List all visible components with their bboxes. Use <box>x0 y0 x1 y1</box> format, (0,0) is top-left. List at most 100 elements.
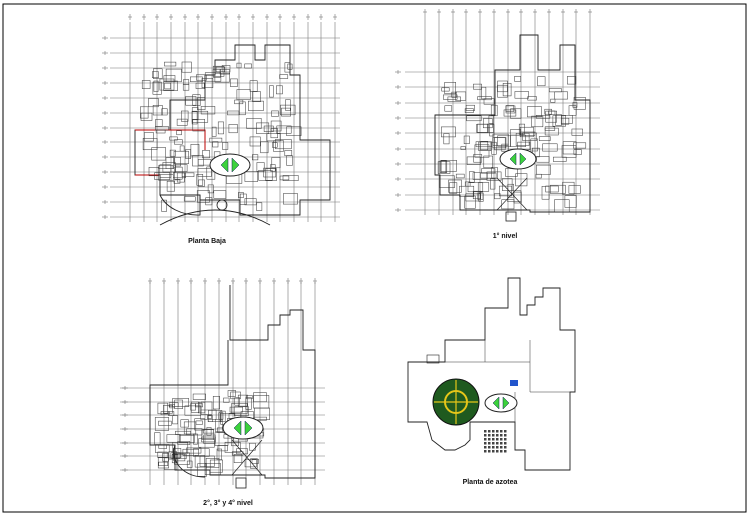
room-block <box>477 182 490 192</box>
room-block <box>545 185 559 193</box>
room-block <box>571 128 583 136</box>
room-block <box>209 137 223 143</box>
room-block <box>192 393 206 400</box>
room-block <box>227 110 240 116</box>
roof-skylight <box>426 354 440 364</box>
room-block <box>258 170 273 181</box>
room-block <box>173 172 186 179</box>
room-block <box>518 123 525 135</box>
room-block <box>199 455 215 467</box>
roof-hatch-cell <box>484 446 487 449</box>
roof-hatch-cell <box>496 450 499 453</box>
room-block <box>271 110 279 117</box>
room-block <box>256 122 270 134</box>
room-block <box>207 415 212 419</box>
room-block <box>519 126 534 138</box>
room-block <box>196 190 210 203</box>
room-block <box>440 160 457 172</box>
room-block <box>176 172 185 183</box>
room-block <box>443 133 450 145</box>
room-block <box>553 156 567 162</box>
roof-blue-marker <box>510 380 518 386</box>
room-block <box>206 427 212 436</box>
room-block <box>166 180 175 192</box>
room-block <box>174 399 183 409</box>
room-block <box>197 97 206 110</box>
room-block <box>466 115 482 122</box>
room-block <box>444 105 453 112</box>
room-block <box>213 190 227 199</box>
room-block <box>183 421 197 435</box>
room-block <box>224 441 241 453</box>
room-block <box>499 185 512 197</box>
roof-hatch-cell <box>500 430 503 433</box>
room-block <box>158 420 172 426</box>
plan-label-ground: Planta Baja <box>188 238 226 245</box>
room-block <box>503 109 517 117</box>
roof-hatch-cell <box>484 430 487 433</box>
room-block <box>477 96 492 101</box>
room-block <box>163 75 176 83</box>
room-block <box>554 199 570 213</box>
green-double-arrow-icon <box>244 420 253 436</box>
sheet-border <box>2 3 747 513</box>
room-block <box>183 79 190 85</box>
room-block <box>251 458 259 464</box>
typical-floor-stair-box <box>235 477 247 489</box>
room-block <box>216 448 222 460</box>
typical-floor-void-cross <box>231 439 263 476</box>
roof-hatch-cell <box>484 434 487 437</box>
room-block <box>561 145 577 158</box>
room-block <box>192 94 201 106</box>
room-block <box>214 72 230 83</box>
room-block <box>486 171 502 181</box>
room-block <box>286 126 302 136</box>
roof-hatch-cell <box>504 438 507 441</box>
room-block <box>191 401 200 413</box>
room-block <box>174 157 181 167</box>
room-block <box>515 173 528 187</box>
ground-floor-fountain <box>216 199 228 211</box>
room-block <box>573 142 587 149</box>
roof-hatch-cell <box>484 450 487 453</box>
first-floor-plan: 1° nivel <box>395 9 600 240</box>
room-block <box>283 193 298 205</box>
green-double-arrow-icon <box>220 157 229 173</box>
room-block <box>169 149 176 157</box>
room-block <box>497 135 511 147</box>
room-block <box>244 63 252 69</box>
room-block <box>260 141 269 154</box>
room-block <box>513 191 522 204</box>
first-floor-oval-court <box>499 148 537 170</box>
room-block <box>263 167 277 178</box>
room-block <box>544 126 556 131</box>
plan-label-first: 1° nivel <box>493 232 518 240</box>
typical-floor-plan: 2°, 3° y 4° nivel <box>120 278 325 507</box>
room-block <box>217 445 228 452</box>
room-block <box>169 136 178 141</box>
room-block <box>491 141 497 155</box>
room-block <box>209 459 223 473</box>
room-block <box>214 432 229 446</box>
room-block <box>190 403 196 411</box>
room-block <box>222 142 229 150</box>
room-block <box>545 110 557 123</box>
room-block <box>281 107 291 117</box>
roof-hatch-cell <box>492 442 495 445</box>
room-block <box>172 398 189 407</box>
roof-hatch-cell <box>500 450 503 453</box>
ground-floor-oval-court <box>209 153 251 177</box>
room-block <box>271 157 281 169</box>
room-block <box>219 410 226 422</box>
room-block <box>212 396 220 410</box>
room-block <box>217 121 224 135</box>
roof-hatch-cell <box>484 438 487 441</box>
room-block <box>272 142 278 148</box>
room-block <box>469 171 475 183</box>
room-block <box>185 96 197 106</box>
room-block <box>573 149 582 155</box>
room-block <box>198 402 206 414</box>
roof-oval-court <box>484 393 518 413</box>
room-block <box>201 78 214 88</box>
room-block <box>193 448 210 457</box>
